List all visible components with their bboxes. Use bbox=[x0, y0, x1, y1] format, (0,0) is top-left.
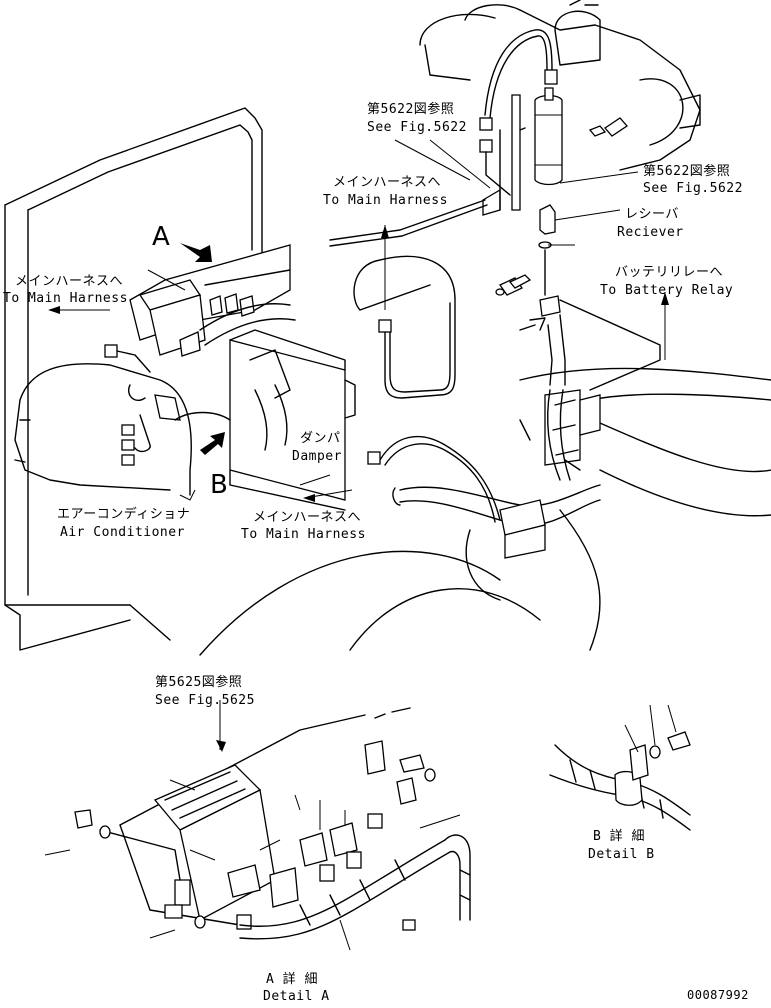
label-damper-jp: ダンパ bbox=[300, 431, 341, 446]
label-battery-relay-en: To Battery Relay bbox=[600, 283, 733, 298]
bolt-vertical bbox=[539, 204, 556, 235]
view-marker-a: A bbox=[152, 222, 170, 252]
hose-fitting-2 bbox=[479, 139, 493, 153]
label-battery-relay: バッテリリレーへ To Battery Relay bbox=[600, 265, 733, 298]
clamp-bolt bbox=[508, 274, 532, 289]
label-air-conditioner-en: Air Conditioner bbox=[60, 525, 185, 540]
view-arrow-a bbox=[180, 243, 212, 262]
label-see-fig-5622-top-jp: 第5622図参照 bbox=[367, 101, 454, 117]
label-detail-a-en: Detail A bbox=[263, 989, 330, 1003]
label-main-harness-bottom: メインハーネスへ To Main Harness bbox=[241, 510, 366, 542]
label-detail-b: B 詳 細 Detail B bbox=[588, 828, 655, 862]
harness-routing bbox=[329, 199, 501, 523]
receiver-fitting-top bbox=[544, 69, 558, 85]
receiver-assembly bbox=[479, 29, 628, 386]
label-receiver-jp: レシーバ bbox=[625, 207, 679, 222]
label-main-harness-bottom-en: To Main Harness bbox=[241, 527, 366, 542]
receiver-drier bbox=[534, 94, 563, 186]
label-main-harness-center: メインハーネスへ To Main Harness bbox=[323, 175, 448, 208]
label-see-fig-5622-top: 第5622図参照 See Fig.5622 bbox=[367, 101, 467, 135]
label-main-harness-center-en: To Main Harness bbox=[323, 193, 448, 208]
bolt bbox=[604, 117, 628, 137]
label-battery-relay-jp: バッテリリレーへ bbox=[615, 265, 723, 280]
harness-connector-1 bbox=[378, 319, 392, 333]
hose-fitting bbox=[479, 117, 493, 131]
label-see-fig-5625: 第5625図参照 See Fig.5625 bbox=[155, 674, 255, 708]
damper-box bbox=[229, 339, 346, 501]
washer-b bbox=[649, 745, 661, 759]
bolt-a1 bbox=[74, 809, 93, 829]
harness-connector-3 bbox=[104, 344, 118, 358]
label-receiver: レシーバ Reciever bbox=[617, 207, 684, 240]
receiver-bracket bbox=[482, 188, 501, 216]
label-see-fig-5625-en: See Fig.5625 bbox=[155, 693, 255, 708]
cab-outline bbox=[4, 107, 263, 651]
bolt-a3 bbox=[399, 754, 425, 773]
label-damper: ダンパ Damper bbox=[292, 431, 342, 464]
label-air-conditioner: エアーコンディショナ Air Conditioner bbox=[57, 506, 190, 540]
label-detail-b-jp: B 詳 細 bbox=[593, 828, 645, 844]
drawing-number: 00087992 bbox=[687, 988, 749, 1002]
label-receiver-en: Reciever bbox=[617, 225, 684, 240]
engine-outline bbox=[199, 0, 771, 656]
leader-lines bbox=[48, 139, 669, 502]
detail-b-drawing bbox=[549, 704, 691, 831]
label-detail-a: A 詳 細 Detail A bbox=[263, 971, 330, 1004]
harness-clamp bbox=[392, 389, 601, 559]
view-arrow-b bbox=[200, 432, 225, 455]
bolt-a2 bbox=[164, 904, 183, 919]
label-see-fig-5622-right: 第5622図参照 See Fig.5622 bbox=[643, 163, 743, 196]
label-see-fig-5622-top-en: See Fig.5622 bbox=[367, 120, 467, 135]
label-see-fig-5625-jp: 第5625図参照 bbox=[155, 674, 242, 690]
label-main-harness-left: メインハーネスへ To Main Harness bbox=[3, 274, 128, 306]
label-detail-b-en: Detail B bbox=[588, 847, 655, 862]
washer bbox=[588, 125, 607, 137]
detail-a-drawing bbox=[44, 700, 471, 951]
label-main-harness-left-jp: メインハーネスへ bbox=[15, 274, 123, 289]
air-conditioner-unit bbox=[14, 244, 356, 511]
washer-a3 bbox=[424, 768, 436, 782]
label-main-harness-center-jp: メインハーネスへ bbox=[333, 175, 441, 190]
label-main-harness-bottom-jp: メインハーネスへ bbox=[253, 510, 361, 525]
label-main-harness-left-en: To Main Harness bbox=[3, 291, 128, 306]
relay-clip bbox=[539, 295, 561, 317]
washer-a2 bbox=[194, 915, 206, 929]
detail-b-clamp bbox=[614, 770, 643, 806]
washer-a1 bbox=[99, 825, 111, 839]
harness-connector-2 bbox=[367, 451, 381, 465]
label-see-fig-5622-right-jp: 第5622図参照 bbox=[643, 163, 730, 179]
view-marker-b: B bbox=[210, 470, 228, 500]
label-see-fig-5622-right-en: See Fig.5622 bbox=[643, 181, 743, 196]
label-damper-en: Damper bbox=[292, 449, 342, 464]
label-detail-a-jp: A 詳 細 bbox=[266, 971, 318, 987]
label-air-conditioner-jp: エアーコンディショナ bbox=[57, 506, 190, 522]
bolt-b bbox=[667, 731, 691, 751]
